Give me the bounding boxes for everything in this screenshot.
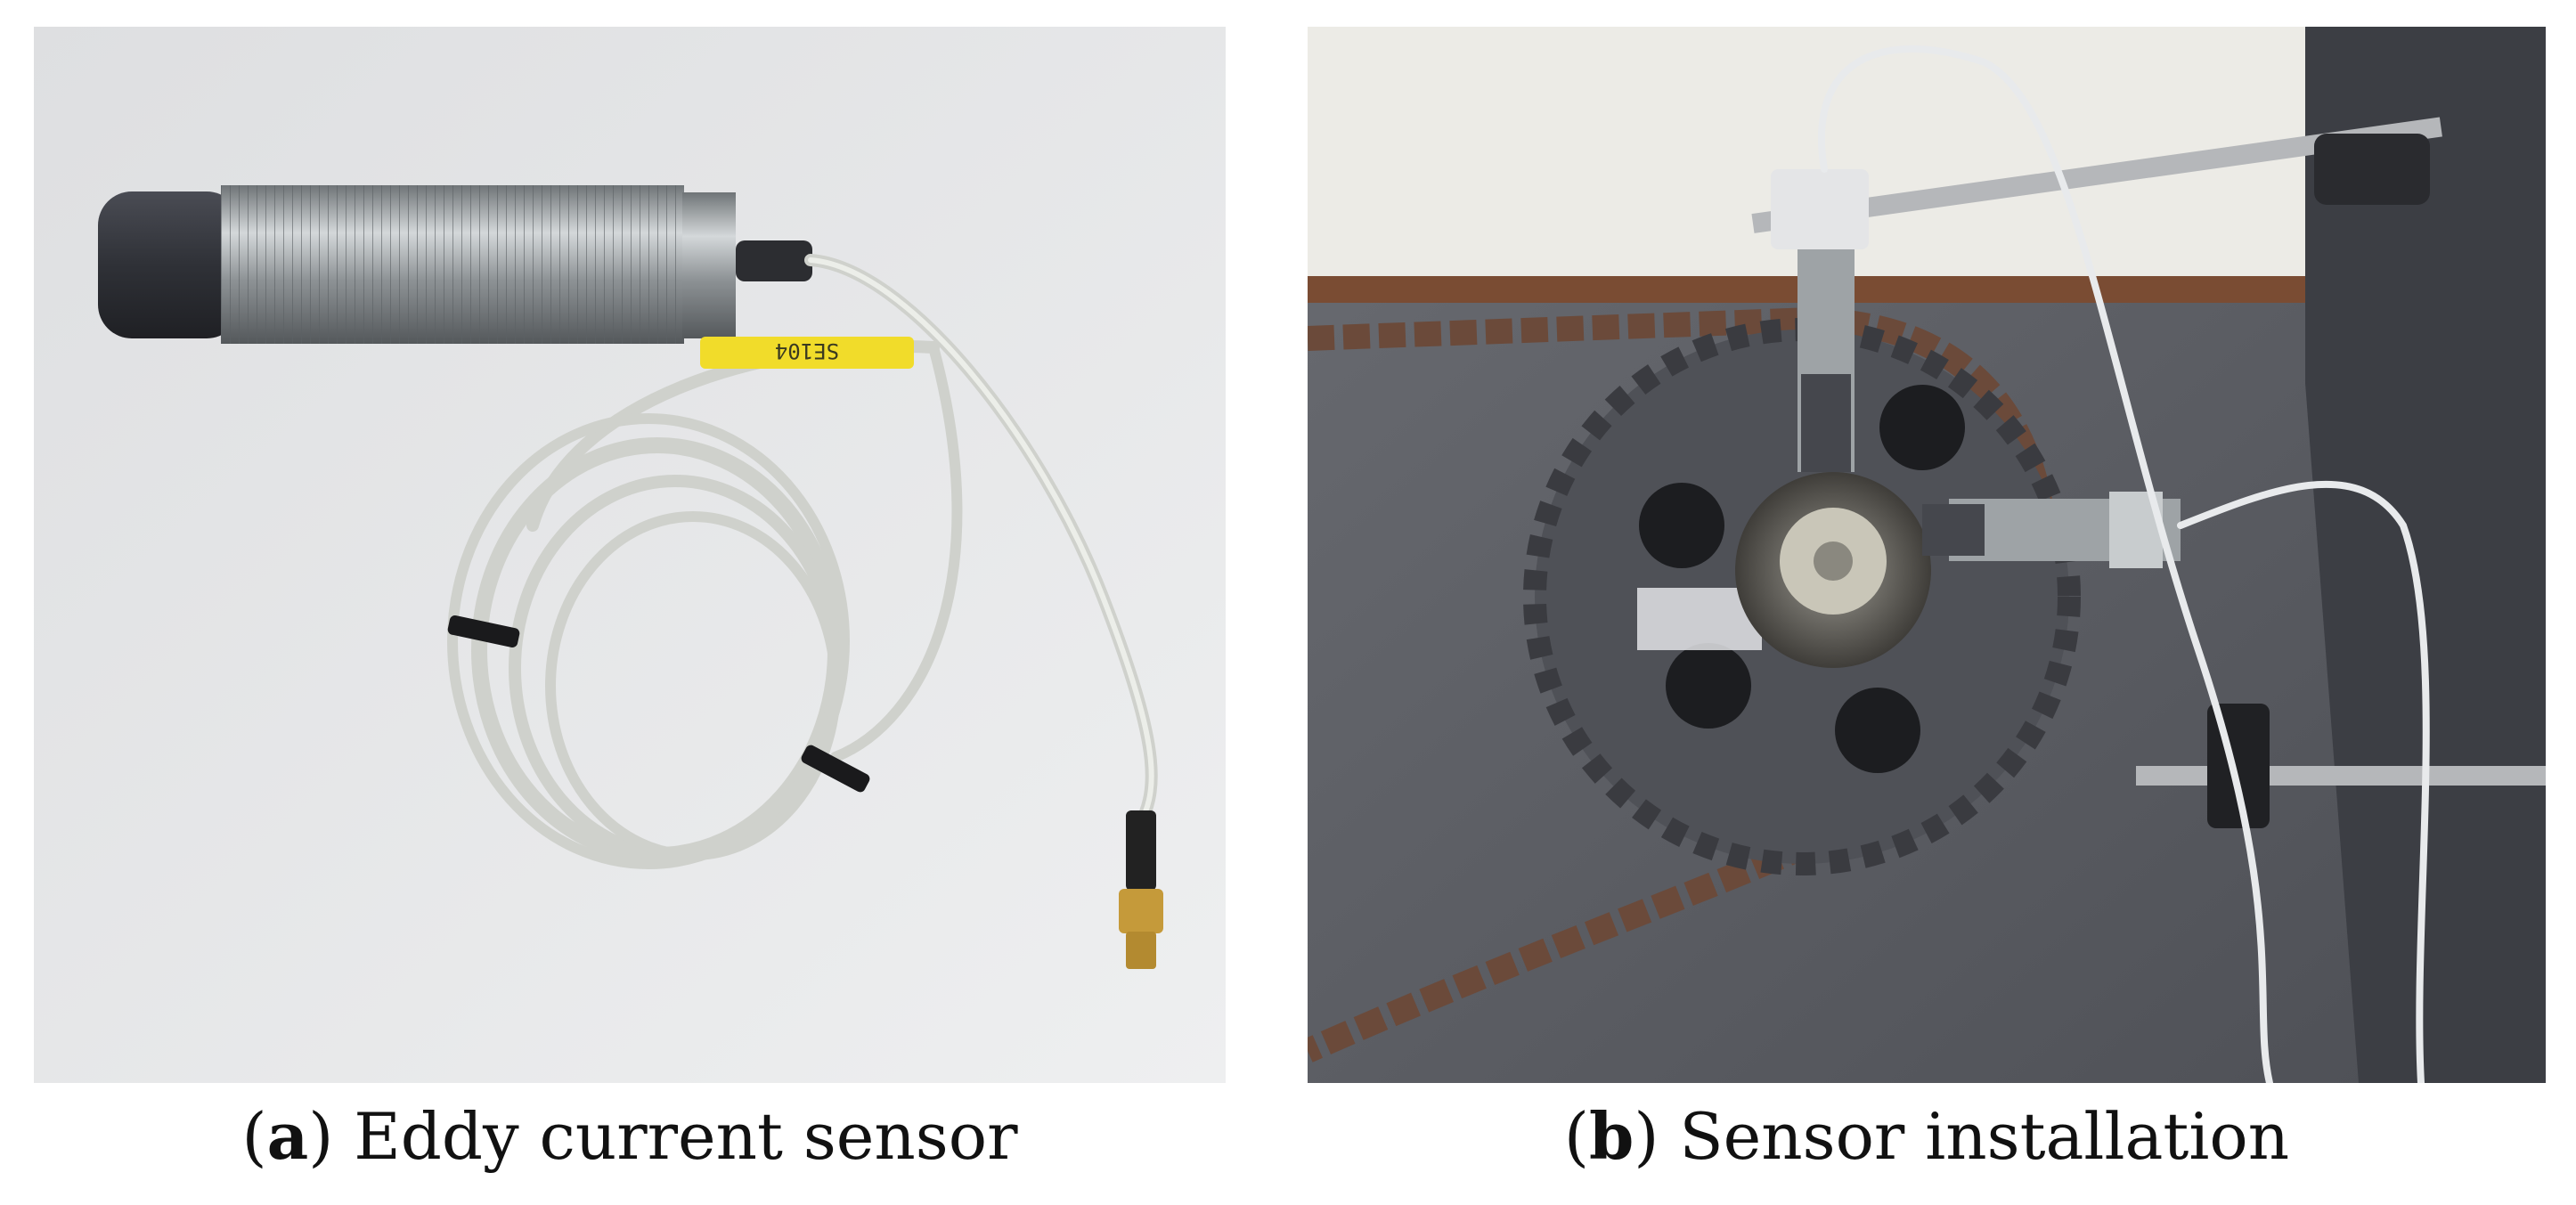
photo-eddy-current-sensor: SE104	[34, 27, 1226, 1083]
cable-tie-left	[447, 615, 520, 647]
sensor-nut	[682, 192, 736, 338]
caption-a-tag: a	[266, 1098, 309, 1174]
vertical-eddy-sensor	[1797, 249, 1855, 472]
photo-sensor-installation	[1308, 27, 2546, 1083]
caption-b-text: Sensor installation	[1679, 1099, 2290, 1174]
caption-a-text: Eddy current sensor	[354, 1099, 1018, 1174]
sensor-cap	[98, 191, 240, 338]
cable-label-sleeve: SE104	[700, 337, 914, 369]
cable-tie-right	[801, 745, 870, 793]
roller-chain	[1308, 307, 2058, 1063]
cable-label-text: SE104	[775, 338, 839, 363]
sensor-cable-gland	[736, 240, 812, 281]
sma-connector	[1119, 810, 1163, 969]
caption-a: (a) Eddy current sensor	[241, 1098, 1018, 1174]
caption-b-tag: b	[1588, 1098, 1634, 1174]
sensor-thread-pattern	[221, 185, 684, 344]
installation-photo-illustration	[1308, 27, 2546, 1083]
machine-housing	[2305, 27, 2546, 1083]
panel-a-background	[34, 27, 1226, 1083]
sensor-photo-illustration: SE104	[34, 27, 1226, 1083]
sensor-cables	[1817, 45, 2430, 1083]
horizontal-eddy-sensor	[1922, 492, 2181, 568]
eddy-current-sensor	[98, 185, 812, 344]
caption-b: (b) Sensor installation	[1563, 1098, 2290, 1174]
sprocket	[1523, 318, 2081, 875]
